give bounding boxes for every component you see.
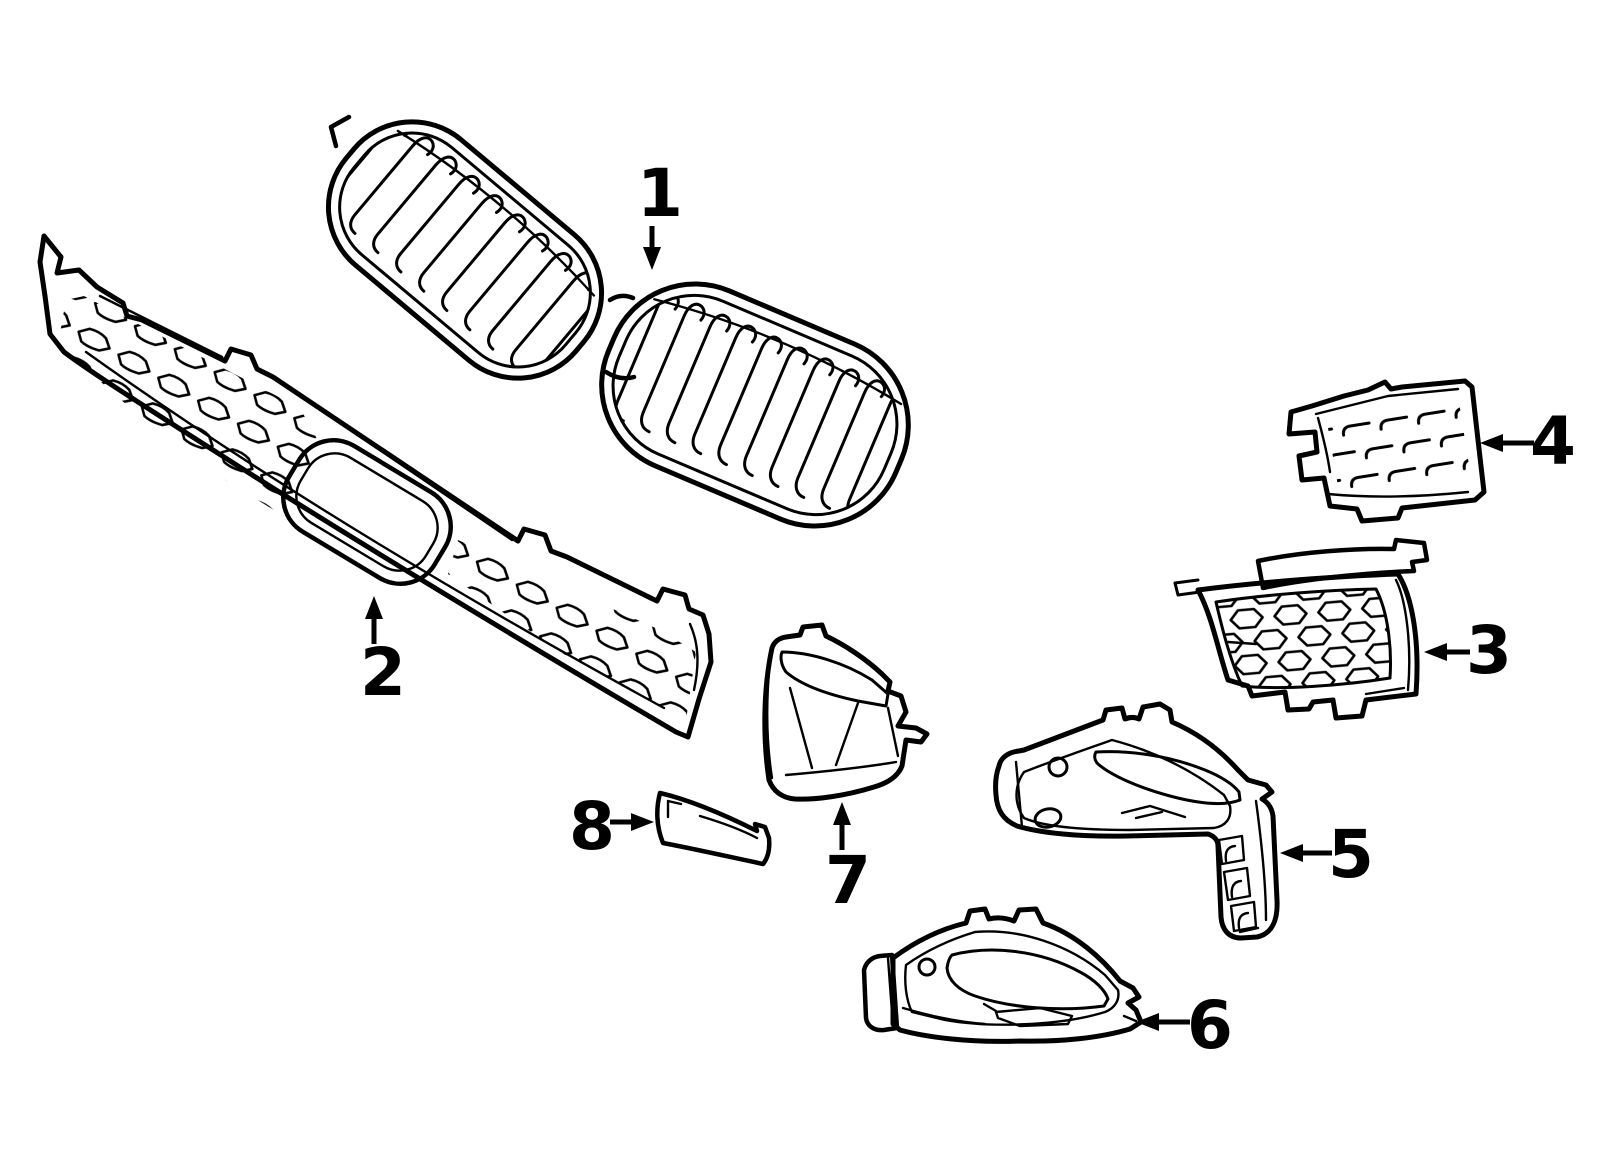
callout-8: 8: [569, 788, 654, 865]
callout-6-label: 6: [1187, 987, 1233, 1064]
fog-bezel-round-hole: [1047, 756, 1069, 778]
callout-2-arrow-head: [365, 596, 383, 619]
callout-7: 7: [825, 802, 871, 919]
fog-bezel2-outline: [890, 906, 1144, 1044]
callout-4-arrow-head: [1480, 434, 1503, 452]
mesh-insert-tick: [1226, 640, 1258, 646]
upper-mesh-dashes: [1326, 396, 1472, 498]
lower-grille-inner-top-line: [98, 294, 654, 602]
fog-bezel-cap-line: [1014, 760, 1024, 829]
mesh-insert-honeycomb: [1214, 587, 1392, 690]
kidney-right-slats: [609, 288, 915, 523]
leg-slot-2: [1222, 866, 1252, 902]
air-duct-opening: [779, 650, 890, 708]
leg-bottom-tick: [1238, 926, 1260, 934]
lower-grille-mesh-right: [448, 540, 696, 720]
upper-mesh-outline: [1286, 378, 1487, 524]
part-upper-mesh-grille: [1286, 378, 1487, 524]
fog-bezel-leg-outline: [993, 701, 1280, 941]
trim-strip-outline: [655, 790, 772, 867]
lower-grille-mesh-left: [58, 296, 322, 520]
kidney-left-corner-notch: [328, 114, 352, 149]
air-duct-left-inner-line: [766, 658, 774, 780]
callout-4: 4: [1480, 403, 1576, 480]
air-duct-outline: [762, 622, 930, 802]
callout-7-label: 7: [825, 842, 871, 919]
fog-bezel-inner-rim: [1015, 738, 1232, 832]
callout-6: 6: [1136, 987, 1233, 1064]
part-fog-bezel-leg: [993, 701, 1280, 941]
mesh-insert-outline: [1195, 571, 1420, 721]
mesh-insert-left-tab: [1173, 578, 1202, 597]
callout-7-arrow-head: [833, 802, 851, 825]
kidney-right: [599, 281, 915, 529]
air-duct-depth-lines: [784, 686, 900, 777]
trim-strip-inner-lines: [666, 799, 759, 840]
leg-slot-1: [1217, 834, 1246, 866]
fog-bezel-lamp-opening: [1093, 750, 1242, 805]
callout-3-arrow-head: [1424, 643, 1447, 661]
part-mesh-insert: [1173, 537, 1430, 721]
kidney-center-bridge: [603, 293, 637, 381]
callout-5: 5: [1280, 816, 1374, 893]
fog-bezel2-bottom-line: [901, 1006, 1138, 1026]
part-trim-strip: [655, 790, 772, 867]
part-air-duct: [762, 622, 930, 802]
callout-1-label: 1: [637, 155, 683, 232]
kidney-left-outer-frame: [325, 119, 605, 381]
callout-1-arrow-head: [643, 247, 661, 270]
callout-2: 2: [360, 596, 406, 711]
fog-bezel2-round-hole: [917, 957, 937, 977]
leg-slot-3: [1229, 900, 1258, 933]
callout-6-arrow-head: [1136, 1013, 1159, 1031]
kidney-right-inner-rim: [611, 293, 899, 517]
kidney-left-inner-rim: [338, 131, 592, 369]
part-lower-grille: [37, 233, 714, 740]
callout-3: 3: [1424, 612, 1512, 689]
callout-2-label: 2: [360, 634, 406, 711]
mesh-insert-rim-line: [1364, 578, 1411, 696]
fog-bezel-chevron: [1120, 804, 1187, 820]
fog-bezel-leg-inner-line: [1254, 799, 1268, 922]
kidney-right-outer-frame: [599, 281, 911, 529]
fog-bezel2-lamp-opening: [945, 948, 1110, 1011]
fog-bezel-oval-hole: [1033, 807, 1063, 829]
callout-8-arrow-head: [631, 813, 654, 831]
callout-1: 1: [637, 155, 683, 270]
part-fog-bezel: [861, 906, 1144, 1044]
part-kidney-grille: [321, 112, 915, 529]
callout-4-label: 4: [1530, 403, 1576, 480]
fog-bezel2-blade-slot: [982, 1002, 1074, 1028]
kidney-left: [321, 112, 616, 393]
callout-8-label: 8: [569, 788, 615, 865]
callout-5-arrow-head: [1280, 844, 1303, 862]
callout-5-label: 5: [1328, 816, 1374, 893]
callout-3-label: 3: [1466, 612, 1512, 689]
lower-grille-end-line: [688, 622, 699, 692]
